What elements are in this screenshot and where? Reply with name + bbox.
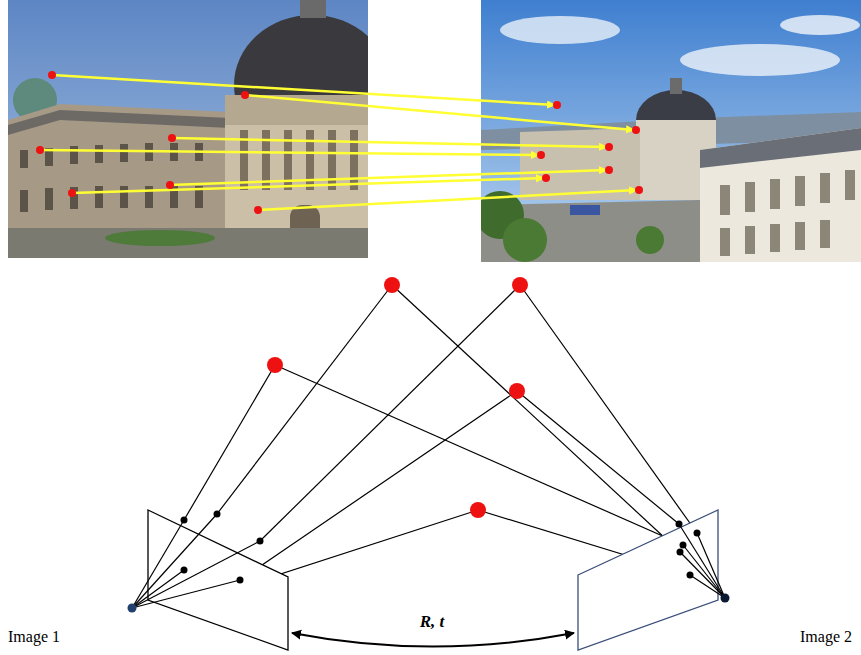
- pose-label: R, t: [420, 612, 445, 632]
- image-plane-1: [148, 510, 288, 650]
- camera-center-2: [721, 594, 730, 603]
- image-points: [181, 511, 701, 584]
- camera-rays: [132, 514, 725, 608]
- camera-label: Image 1: [8, 628, 60, 646]
- photo-right: [481, 0, 861, 262]
- world-points: [267, 277, 528, 518]
- feature-points: [36, 71, 643, 214]
- photo-left: [8, 0, 368, 258]
- camera-center-1: [128, 604, 137, 613]
- pose-arrow: [292, 633, 574, 647]
- match-arrows: [40, 75, 637, 210]
- projection-lines: [184, 285, 697, 600]
- camera-label: Image 2: [800, 628, 852, 646]
